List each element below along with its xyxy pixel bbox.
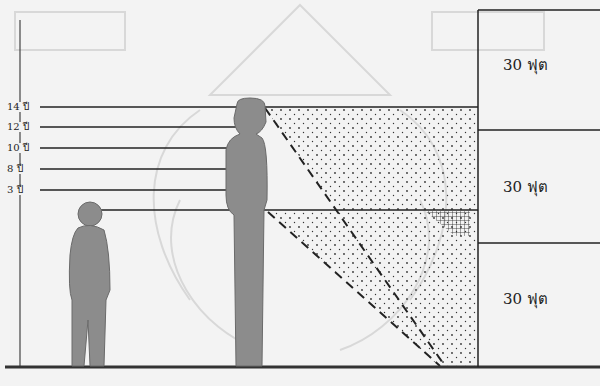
adult-figure — [226, 98, 267, 366]
age-label: 10 ปี — [6, 143, 30, 153]
age-label: 3 ปี — [6, 185, 24, 195]
age-label: 14 ปี — [6, 102, 30, 112]
age-label: 8 ปี — [6, 164, 24, 174]
height-label: 30 ฟุต — [503, 180, 548, 195]
age-label: 12 ปี — [6, 122, 30, 132]
child-figure — [69, 202, 110, 366]
height-label: 30 ฟุต — [503, 292, 548, 307]
height-label: 30 ฟุต — [503, 58, 548, 73]
